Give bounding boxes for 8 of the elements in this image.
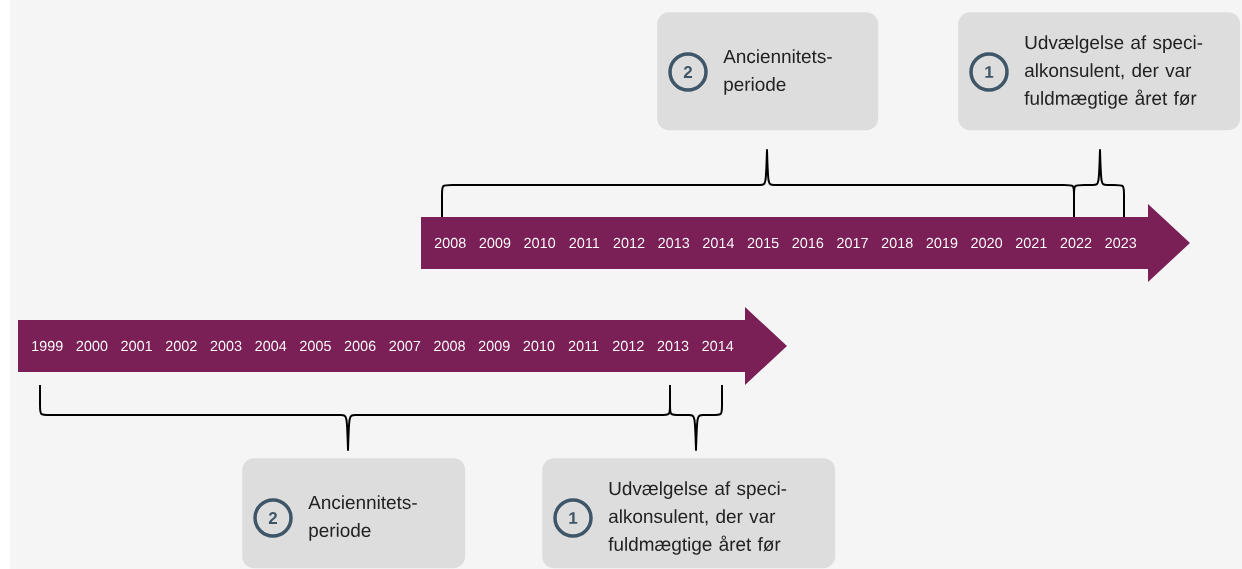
callout-box xyxy=(958,12,1241,131)
callout-box xyxy=(657,12,879,131)
callout-text: Udvælgelse af speci- alkonsulent, der var fuldmægtige året før xyxy=(608,481,787,555)
callout-box xyxy=(542,458,836,569)
callout-text: Udvælgelse af speci- alkonsulent, der var fuldmægtige året før xyxy=(1024,35,1203,109)
callout-text: Anciennitets- periode xyxy=(723,49,832,95)
callout-text: Anciennitets- periode xyxy=(308,495,417,541)
callout-box xyxy=(242,458,466,569)
